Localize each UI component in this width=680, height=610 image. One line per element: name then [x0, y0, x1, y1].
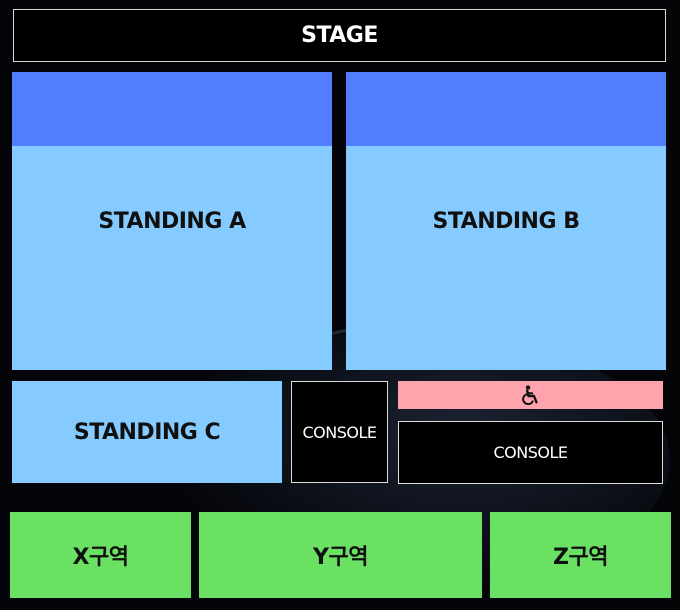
stage: STAGE [13, 9, 666, 62]
zone-standing-c[interactable]: STANDING C [12, 381, 282, 483]
zone-z[interactable]: Z구역 [490, 512, 671, 598]
zone-x-label: X구역 [72, 545, 129, 570]
console-right-label: CONSOLE [493, 443, 568, 462]
standing-b-front-section [346, 72, 666, 146]
stage-label: STAGE [301, 23, 378, 48]
zone-y-label: Y구역 [313, 545, 368, 570]
zone-x[interactable]: X구역 [10, 512, 191, 598]
zone-standing-b[interactable]: STANDING B [346, 72, 666, 370]
standing-a-front-section [12, 72, 332, 146]
console-left-label: CONSOLE [302, 422, 377, 442]
standing-a-label: STANDING A [98, 208, 246, 234]
console-left: CONSOLE [291, 381, 388, 483]
standing-c-label: STANDING C [73, 419, 221, 445]
console-right: CONSOLE [398, 421, 663, 484]
standing-b-label: STANDING B [432, 208, 580, 234]
zone-y[interactable]: Y구역 [199, 512, 482, 598]
zone-wheelchair-accessible[interactable] [398, 381, 663, 409]
wheelchair-icon [521, 385, 538, 405]
zone-standing-a[interactable]: STANDING A [12, 72, 332, 370]
zone-z-label: Z구역 [553, 545, 608, 570]
